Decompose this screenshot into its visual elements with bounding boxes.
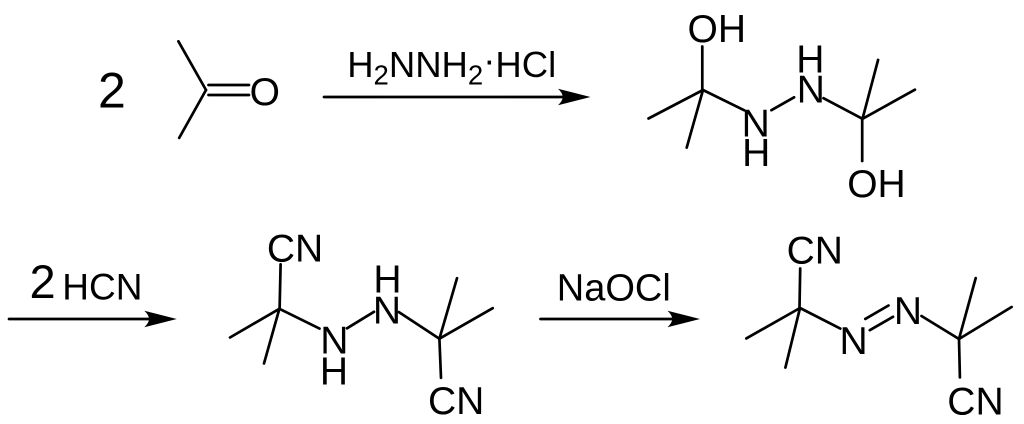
svg-text:H: H xyxy=(796,39,824,82)
svg-text:N: N xyxy=(840,320,868,363)
svg-text:NaOCl: NaOCl xyxy=(557,267,671,309)
svg-text:HCN: HCN xyxy=(62,267,142,308)
svg-text:N: N xyxy=(742,102,770,145)
svg-text:H2NNH2·HCl: H2NNH2·HCl xyxy=(347,39,556,90)
svg-text:H: H xyxy=(373,259,401,302)
svg-text:CN: CN xyxy=(787,229,843,272)
svg-text:O: O xyxy=(250,71,280,114)
svg-text:CN: CN xyxy=(428,380,484,423)
svg-text:N: N xyxy=(894,290,922,333)
svg-text:OH: OH xyxy=(688,8,747,51)
svg-text:OH: OH xyxy=(847,163,906,206)
svg-text:N: N xyxy=(320,320,348,363)
svg-text:CN: CN xyxy=(267,227,323,270)
svg-text:N: N xyxy=(797,69,825,112)
svg-text:H: H xyxy=(320,351,348,394)
svg-text:2: 2 xyxy=(98,62,126,118)
svg-text:H: H xyxy=(742,132,770,175)
svg-text:2: 2 xyxy=(30,255,56,308)
svg-text:CN: CN xyxy=(947,380,1003,423)
svg-text:N: N xyxy=(373,290,401,333)
